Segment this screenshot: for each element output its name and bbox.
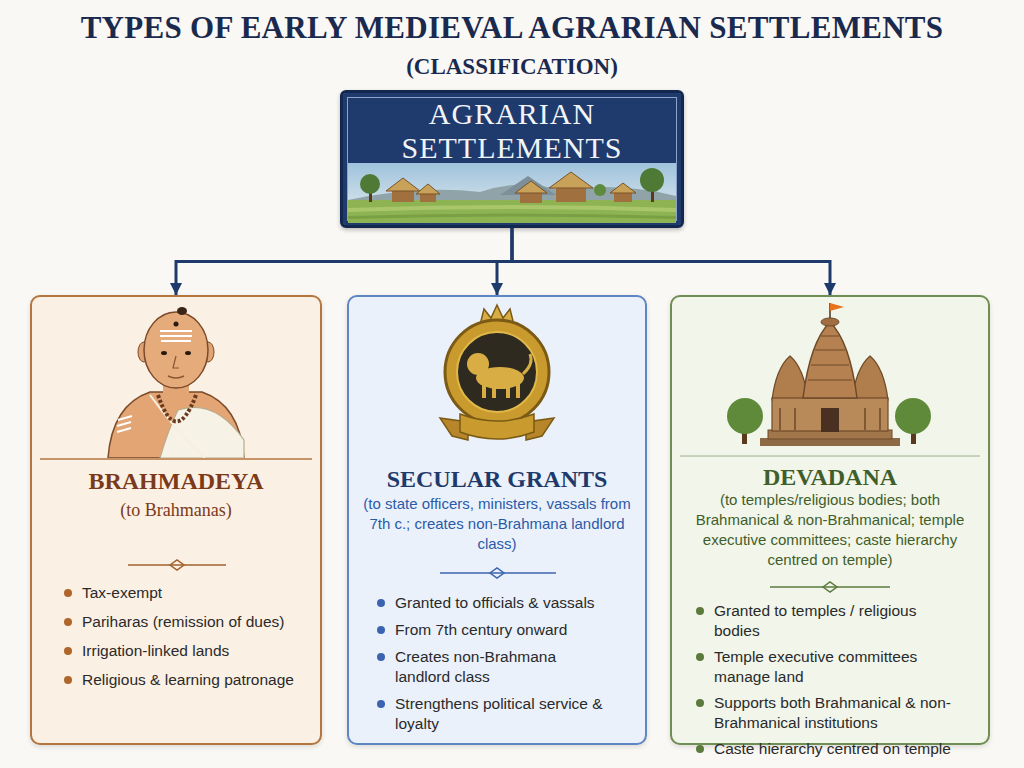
landscape-scene-part-part (416, 184, 440, 194)
bullet-item: Temple executive committees manage land (696, 647, 958, 687)
brahmana-drawing-part (160, 331, 192, 341)
divider-lines-part (440, 572, 556, 574)
landscape-scene-part (348, 214, 676, 220)
landscape-scene-part-part (610, 183, 636, 193)
brahmana-drawing-part (177, 307, 187, 315)
temple-drawing-part (852, 356, 888, 400)
temple-drawing-part (895, 398, 931, 434)
brahmana-drawing-part (174, 322, 179, 327)
bullet-list: Granted to officials & vassalsFrom 7th c… (377, 593, 612, 734)
temple-drawing-part (803, 322, 857, 398)
temple-illustration (720, 298, 940, 450)
temple-drawing-part (772, 398, 888, 431)
landscape-scene-part (348, 163, 676, 223)
brahmana-drawing-part (173, 356, 179, 368)
bullet-list: Granted to temples / religious bodiesTem… (696, 601, 958, 759)
brahmana-drawing-part (168, 376, 184, 378)
seal-drawing-part (516, 384, 520, 398)
landscape-scene-part (348, 200, 676, 223)
landscape-scene-part (386, 172, 636, 203)
landscape-scene-part (360, 168, 664, 202)
brahmana-drawing-part (160, 407, 244, 458)
landscape-scene-part-part (594, 184, 606, 196)
landscape-scene-part-part (386, 178, 420, 191)
card-heading: DEVADANA (678, 463, 982, 491)
brahmana-drawing-part (185, 351, 191, 355)
brahmana-drawing-part (150, 395, 205, 458)
connector-arrow (176, 228, 512, 295)
divider-lines-part (490, 568, 504, 578)
temple-drawing-part (808, 336, 852, 380)
connector-arrow (512, 228, 830, 295)
bullet-list: Tax-exemptPariharas (remission of dues) I… (64, 583, 309, 690)
seal-drawing-part (457, 332, 537, 412)
bullet-item: Tax-exempt (64, 583, 309, 603)
bullet-item: Strengthens political service & loyalty (377, 694, 612, 734)
brahmana-drawing-part (158, 395, 196, 422)
divider-lines-part (170, 560, 184, 570)
divider-lines-part (128, 564, 226, 566)
brahmana-drawing-part (117, 416, 132, 432)
bullet-item: From 7th century onward (377, 620, 612, 640)
bullet-item: Pariharas (remission of dues) (64, 612, 309, 632)
landscape-scene-part-part (520, 192, 542, 203)
box-heading: AGRARIAN SETTLEMENTS (353, 97, 671, 165)
landscape-scene-part-part (515, 181, 547, 193)
diagram-title: TYPES OF EARLY MEDIEVAL AGRARIAN SETTLEM… (0, 8, 1024, 48)
bullet-item: Religious & learning patronage (64, 670, 309, 690)
card-heading: SECULAR GRANTS (355, 465, 639, 493)
temple-drawing-part (821, 318, 839, 326)
landscape-scene-part (348, 205, 676, 212)
temple-drawing-part (780, 408, 880, 430)
seal-drawing-part (492, 386, 496, 398)
landscape-scene (348, 163, 676, 223)
landscape-scene-part-part (360, 174, 380, 194)
landscape-scene-part (500, 176, 556, 195)
landscape-illustration (348, 163, 676, 223)
temple-drawing-part (772, 356, 808, 400)
divider-lines-part (823, 582, 837, 592)
seal-drawing (440, 305, 554, 440)
landscape-scene-part-part (392, 190, 414, 202)
card-subtitle: (to temples/religious bodies; both Brahm… (680, 490, 980, 570)
bullet-item: Irrigation-linked lands (64, 641, 309, 661)
seal-drawing-part (506, 386, 510, 398)
seal-drawing-part (445, 320, 549, 424)
bullet-item: Granted to temples / religious bodies (696, 601, 958, 641)
seal-drawing-part (460, 414, 534, 439)
brahmana-drawing-part (161, 351, 167, 355)
landscape-scene-part-part (640, 168, 664, 192)
subtitle-label: (CLASSIFICATION) (0, 52, 1024, 82)
brahmana-drawing-part (108, 392, 244, 458)
connector-arrow (497, 228, 512, 295)
temple-drawing-part (830, 303, 844, 311)
brahmana-figure (95, 300, 260, 458)
brahmana-drawing (108, 307, 244, 458)
bullet-item: Supports both Brahmanical & non-Brahmani… (696, 693, 958, 733)
card-subtitle: (to Brahmanas) (46, 499, 306, 522)
bullet-item: Creates non-Brahmana landlord class (377, 647, 612, 687)
divider-lines-part (680, 456, 980, 457)
bullet-item: Granted to officials & vassals (377, 593, 612, 613)
lion-seal (430, 302, 564, 452)
divider-lines-part (40, 458, 312, 460)
card-heading: BRAHMADEYA (38, 467, 314, 495)
divider-lines (40, 456, 980, 592)
brahmana-drawing-part (144, 312, 208, 388)
divider-lines-part (770, 586, 890, 588)
temple-drawing-part (821, 408, 839, 432)
card-subtitle: (to state officers, ministers, vassals f… (361, 494, 633, 554)
landscape-scene-part-part (549, 172, 593, 188)
temple-drawing-part (727, 398, 763, 434)
seal-drawing-part (482, 384, 486, 398)
temple-drawing (727, 303, 931, 446)
bullet-item: Caste hierarchy centred on temple (696, 739, 958, 759)
seal-drawing-part (467, 353, 489, 375)
seal-drawing-part (523, 354, 531, 374)
